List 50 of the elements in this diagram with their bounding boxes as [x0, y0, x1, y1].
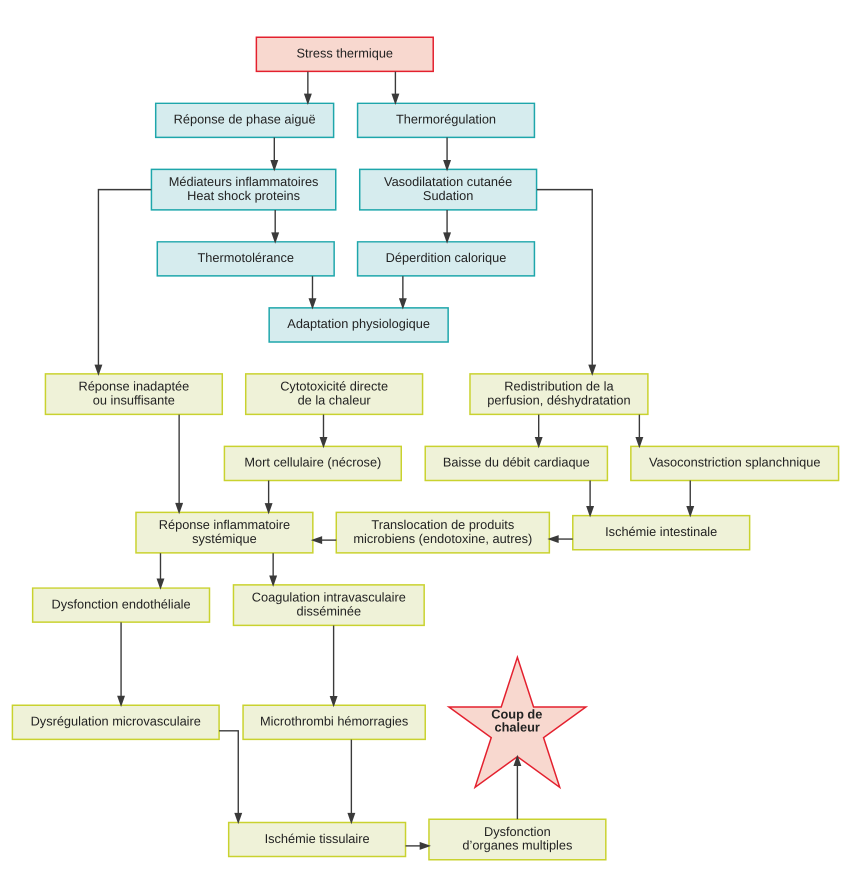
- arrow: [304, 71, 312, 104]
- arrow: [635, 414, 644, 448]
- arrow: [219, 730, 242, 824]
- arrow: [443, 136, 452, 171]
- node-box: Réponse inflammatoire systémique: [135, 511, 314, 554]
- arrow: [443, 210, 452, 244]
- node-box: Déperdition calorique: [356, 240, 536, 276]
- arrow: [534, 414, 543, 448]
- arrow: [310, 536, 336, 544]
- node-box: Coagulation intravasculaire disséminée: [232, 584, 425, 626]
- arrow: [308, 276, 316, 310]
- node-box: Adaptation physiologique: [268, 306, 449, 342]
- arrow: [513, 754, 522, 819]
- arrow: [536, 188, 596, 376]
- node-box: Dysfonction d’organes multiples: [428, 818, 607, 860]
- node-box: Ischémie tissulaire: [228, 821, 406, 857]
- node-box: Baisse du débit cardiaque: [424, 445, 608, 481]
- arrow: [175, 414, 184, 514]
- node-box: Vasoconstriction splanchnique: [630, 445, 840, 481]
- arrow: [347, 739, 356, 824]
- node-box: Ischémie intestinale: [572, 514, 750, 550]
- node-box: Translocation de produits microbiens (endotoxine, autres): [336, 511, 550, 554]
- arrow: [586, 480, 594, 517]
- arrow: [547, 534, 573, 543]
- node-box: Cytotoxicité directe de la chaleur: [244, 372, 424, 415]
- node-box: Redistribution de la perfusion, déshydratation: [469, 372, 649, 415]
- node-box: Médiateurs inflammatoires Heat shock proteins: [150, 168, 336, 210]
- node-box: Vasodilatation cutanée Sudation: [358, 168, 538, 210]
- node-box: Thermotolérance: [156, 240, 335, 276]
- arrow: [117, 622, 126, 707]
- node-box: Réponse de phase aiguë: [154, 102, 334, 138]
- arrow: [406, 841, 431, 850]
- arrow: [330, 625, 338, 707]
- node-box: Thermorégulation: [356, 102, 536, 138]
- arrow: [270, 136, 278, 171]
- node-box: Microthrombi hémorragies: [242, 704, 426, 740]
- arrow: [264, 480, 273, 514]
- node-box: Dysrégulation microvasculaire: [12, 704, 220, 740]
- arrow: [94, 188, 152, 376]
- arrow: [271, 210, 280, 244]
- arrow: [398, 276, 407, 310]
- node-box: Réponse inadaptée ou insuffisante: [44, 372, 224, 415]
- node-box: Dysfonction endothéliale: [32, 586, 210, 622]
- arrow: [391, 71, 400, 104]
- arrow: [320, 414, 328, 448]
- arrow: [269, 552, 278, 586]
- node-box: Mort cellulaire (nécrose): [224, 445, 402, 481]
- arrow: [686, 480, 694, 517]
- arrow: [156, 552, 164, 590]
- node-box: Stress thermique: [256, 36, 434, 72]
